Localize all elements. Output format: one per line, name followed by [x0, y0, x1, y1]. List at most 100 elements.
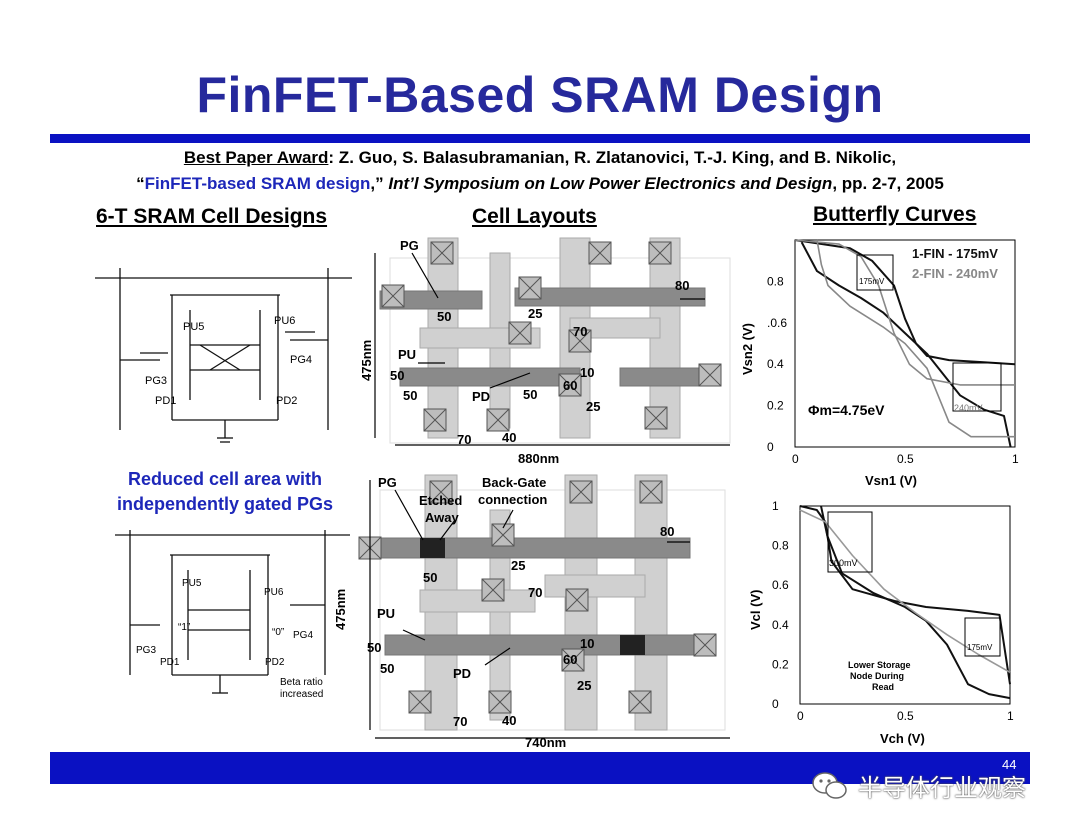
venue: Int’l Symposium on Low Power Electronics… [388, 174, 833, 193]
footer-bar [50, 752, 1030, 784]
sch-top-pd2: PD2 [276, 395, 297, 407]
c1-legend-2: 2-FIN - 240mV [912, 266, 998, 281]
lt-d50d: 50 [523, 387, 537, 402]
lt-height: 475nm [359, 340, 374, 381]
lb-d50c: 50 [380, 661, 394, 676]
c1-ytick-4: 0.8 [767, 274, 784, 288]
lb-d80: 80 [660, 524, 674, 539]
sch-top-pg3: PG3 [145, 375, 167, 387]
c2-snm-2: 175mV [967, 643, 993, 652]
lb-height: 475nm [333, 589, 348, 630]
sch-top-pu5: PU5 [183, 321, 204, 333]
lb-away: Away [425, 510, 459, 525]
designs-header: 6-T SRAM Cell Designs [96, 205, 328, 228]
lt-d25b: 25 [586, 399, 600, 414]
lb-d60: 60 [563, 652, 577, 667]
c1-annotation: Φm=4.75eV [808, 402, 885, 418]
reduced-area-note: Reduced cell area with independently gat… [116, 469, 334, 514]
lt-d10: 10 [580, 365, 594, 380]
sch-bot-node1: “1” [178, 622, 190, 633]
lb-d70a: 70 [528, 585, 542, 600]
sch-bot-beta2: increased [280, 689, 323, 700]
citation-line-2: “FinFET-based SRAM design,” Int’l Sympos… [0, 174, 1080, 194]
sch-bot-pg3: PG3 [136, 645, 156, 656]
c2-xtick-0: 0 [797, 709, 804, 723]
lt-pu: PU [398, 347, 416, 362]
lb-pu: PU [377, 606, 395, 621]
c1-snm-box-2 [952, 362, 1002, 412]
sch-bot-pg4: PG4 [293, 630, 313, 641]
lb-d70b: 70 [453, 714, 467, 729]
c2-series-0-curve-0 [799, 505, 1011, 685]
sch-top-pu6: PU6 [274, 315, 295, 327]
c1-ytick-0: 0 [767, 440, 774, 454]
lb-d40: 40 [502, 713, 516, 728]
lb-connection: connection [478, 492, 547, 507]
c2-ytick-0: 0 [772, 697, 779, 711]
c1-legend-1: 1-FIN - 175mV [912, 246, 998, 261]
lb-pg: PG [378, 475, 397, 490]
schematic-top: PU5 PU6 PG3 PG4 PD1 PD2 [95, 268, 352, 443]
open-quote: “ [136, 174, 145, 193]
sch-bot-pd1: PD1 [160, 657, 180, 668]
c1-snm-2: 240mV [954, 403, 983, 413]
lb-backgate: Back-Gate [482, 475, 546, 490]
sch-bot-pu5: PU5 [182, 578, 202, 589]
c2-snm-1: 300mV [829, 558, 858, 568]
layout-bottom: PG Etched Away Back-Gate connection PU P… [333, 474, 730, 750]
c1-xlabel: Vsn1 (V) [865, 473, 917, 488]
close-quote: ,” [370, 174, 389, 193]
lt-pd: PD [472, 389, 490, 404]
sch-bot-node0: “0” [272, 627, 284, 638]
lt-d50c: 50 [403, 388, 417, 403]
c1-series-1-curve-0 [794, 239, 1015, 386]
c2-snm-box-1 [827, 511, 873, 573]
watermark-text: 半导体行业观察 [858, 774, 1026, 802]
watermark: 半导体行业观察 [810, 768, 1026, 803]
layouts-header: Cell Layouts [472, 205, 597, 228]
lt-d50b: 50 [390, 368, 404, 383]
c2-ytick-5: 1 [772, 499, 779, 513]
c1-series-1-curve-1 [816, 239, 1015, 438]
citation-line-1: Best Paper Award: Z. Guo, S. Balasubrama… [0, 148, 1080, 168]
c2-curves [799, 505, 1011, 700]
sch-bot-pd2: PD2 [265, 657, 285, 668]
c1-ytick-1: 0.2 [767, 399, 784, 413]
lt-d70a: 70 [573, 324, 587, 339]
lb-d10: 10 [580, 636, 594, 651]
lb-d25b: 25 [577, 678, 591, 693]
c2-ytick-1: 0.2 [772, 657, 789, 671]
c2-series-1-curve-0 [799, 509, 1011, 673]
lt-d50a: 50 [437, 309, 451, 324]
lt-pg: PG [400, 238, 419, 253]
c2-annotation-1: Lower Storage [848, 660, 911, 670]
c2-snm-box-2 [964, 617, 1001, 657]
c1-ytick-3: .0.6 [767, 316, 787, 330]
wechat-icon [812, 771, 847, 799]
lt-d70b: 70 [457, 432, 471, 447]
c2-ytick-4: 0.8 [772, 539, 789, 553]
lb-d25: 25 [511, 558, 525, 573]
c2-xtick-1: 0.5 [897, 709, 914, 723]
curves-header: Butterfly Curves [813, 203, 977, 226]
c2-ylabel: Vcl (V) [748, 590, 763, 630]
sch-bot-beta: Beta ratio [280, 677, 323, 688]
page-number: 44 [1002, 757, 1017, 772]
lt-width: 880nm [518, 451, 559, 466]
c2-series-0-curve-1 [820, 505, 1011, 700]
c2-ytick-2: 0.4 [772, 618, 789, 632]
c1-ylabel: Vsn2 (V) [740, 323, 755, 375]
lt-d60: 60 [563, 378, 577, 393]
pages: , pp. 2-7, 2005 [832, 174, 944, 193]
lb-pd: PD [453, 666, 471, 681]
c1-curves [794, 239, 1016, 448]
slide-title: FinFET-Based SRAM Design [196, 67, 884, 123]
c1-xtick-0: 0 [792, 452, 799, 466]
sch-top-pg4: PG4 [290, 354, 312, 366]
award-label: Best Paper Award [183, 148, 329, 167]
citation-authors: : Z. Guo, S. Balasubramanian, R. Zlatano… [328, 148, 897, 167]
